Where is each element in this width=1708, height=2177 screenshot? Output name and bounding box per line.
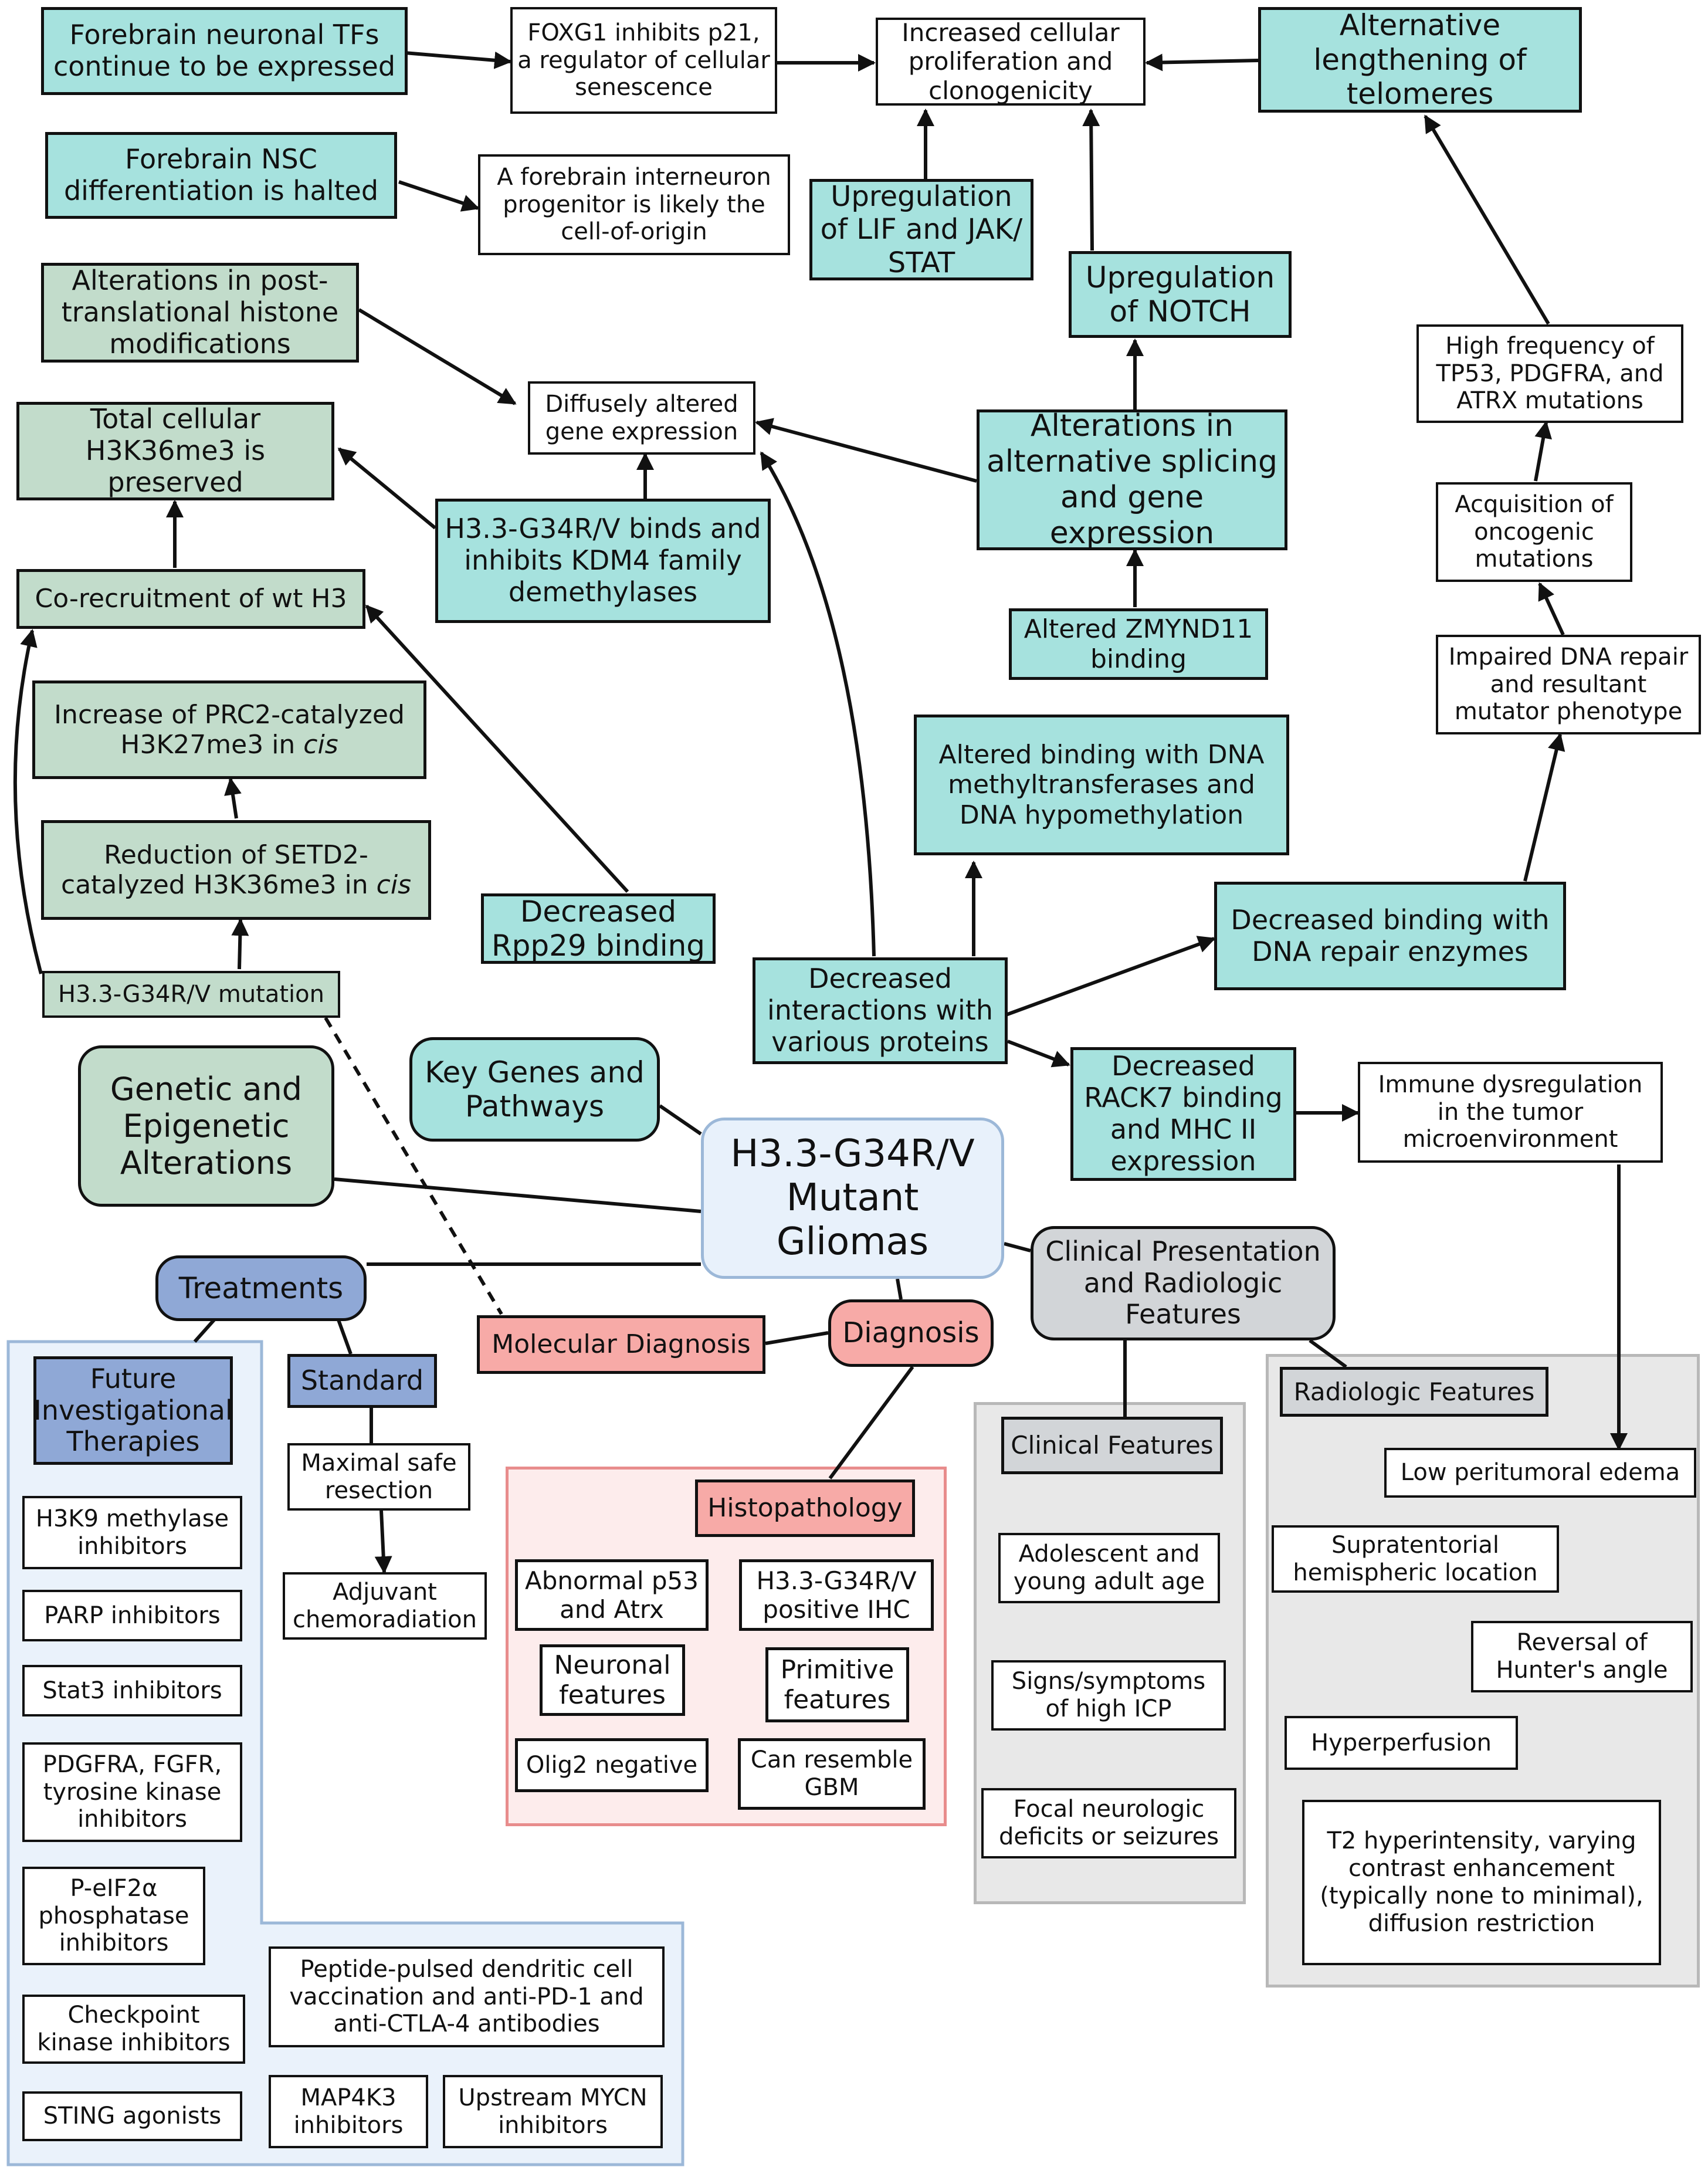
arrow-interactions-to-repair xyxy=(1005,936,1216,1017)
line-treatments-to-future xyxy=(193,1319,216,1343)
node-abnormal-p53-atrx: Abnormal p53 and Atrx xyxy=(515,1559,709,1631)
arrow-mutation-to-setd2 xyxy=(231,918,249,970)
node-parp-inhibitors: PARP inhibitors xyxy=(22,1590,242,1641)
node-genetic-epigenetic: Genetic and Epigenetic Alterations xyxy=(78,1045,334,1207)
node-checkpoint-inhibitors: Checkpoint kinase inhibitors xyxy=(22,1995,245,2064)
node-increased-proliferation: Increased cellular proliferation and clo… xyxy=(876,18,1146,106)
line-diagnosis-to-histo xyxy=(828,1366,914,1479)
arrow-telomeres-to-prolif xyxy=(1145,53,1259,72)
node-clinical-features: Clinical Features xyxy=(1001,1417,1223,1474)
node-g34-mutation: H3.3-G34R/V mutation xyxy=(42,971,340,1018)
line-clinical-to-centre xyxy=(1004,1242,1031,1252)
node-prc2-h3k27me3: Increase of PRC2-catalyzed H3K27me3 in c… xyxy=(32,680,426,779)
arrow-tfs-to-foxg1 xyxy=(404,51,512,69)
node-dna-repair-enzymes: Decreased binding with DNA repair enzyme… xyxy=(1214,882,1566,990)
node-immune-dysregulation: Immune dysregulation in the tumor microe… xyxy=(1358,1062,1663,1163)
node-clinical-presentation: Clinical Presentation and Radiologic Fea… xyxy=(1031,1226,1336,1340)
node-forebrain-tfs: Forebrain neuronal TFs continue to be ex… xyxy=(41,7,408,95)
node-key-genes: Key Genes and Pathways xyxy=(409,1037,660,1142)
line-diagnosis-to-centre xyxy=(896,1278,903,1300)
node-mycn-inhibitors: Upstream MYCN inhibitors xyxy=(443,2075,663,2148)
node-high-frequency-mutations: High frequency of TP53, PDGFRA, and ATRX… xyxy=(1416,324,1683,423)
node-pdgfra-fgfr-inhibitors: PDGFRA, FGFR, tyrosine kinase inhibitors xyxy=(22,1742,242,1842)
node-treatments: Treatments xyxy=(155,1255,367,1321)
node-alternative-telomeres: Alternative lengthening of telomeres xyxy=(1258,7,1582,113)
node-peptide-vaccination: Peptide-pulsed dendritic cell vaccinatio… xyxy=(269,1946,665,2047)
arrow-interactions-to-rack7 xyxy=(1006,1040,1070,1068)
node-h3k36me3-preserved: Total cellular H3K36me3 is preserved xyxy=(16,402,334,500)
arrow-impaired-to-oncogenic xyxy=(1538,582,1565,636)
centre-node: H3.3-G34R/V Mutant Gliomas xyxy=(701,1118,1004,1279)
node-standard: Standard xyxy=(287,1354,437,1408)
node-setd2-h3k36me3: Reduction of SETD2-catalyzed H3K36me3 in… xyxy=(41,820,431,920)
node-decreased-interactions: Decreased interactions with various prot… xyxy=(753,957,1008,1064)
node-diffuse-expression: Diffusely altered gene expression xyxy=(528,381,755,455)
node-h3k9-inhibitors: H3K9 methylase inhibitors xyxy=(22,1496,242,1569)
node-high-icp: Signs/symptoms of high ICP xyxy=(991,1660,1226,1731)
node-hunters-angle: Reversal of Hunter's angle xyxy=(1471,1621,1693,1692)
line-keygenes-to-centre xyxy=(659,1104,702,1136)
line-genetic-to-centre xyxy=(334,1177,702,1213)
node-molecular-diagnosis: Molecular Diagnosis xyxy=(477,1315,765,1374)
node-nsc-halted: Forebrain NSC differentiation is halted xyxy=(45,132,397,219)
node-rpp29-binding: Decreased Rpp29 binding xyxy=(481,893,716,964)
node-adolescent-age: Adolescent and young adult age xyxy=(998,1533,1220,1603)
node-lif-jak-stat: Upregulation of LIF and JAK/ STAT xyxy=(809,179,1033,280)
node-positive-ihc: H3.3-G34R/V positive IHC xyxy=(739,1559,934,1631)
node-rack7-mhc: Decreased RACK7 binding and MHC II expre… xyxy=(1070,1047,1296,1181)
node-stat3-inhibitors: Stat3 inhibitors xyxy=(22,1665,242,1716)
node-focal-deficits: Focal neurologic deficits or seizures xyxy=(981,1788,1236,1858)
arrow-nsc-to-interneuron xyxy=(398,180,480,212)
node-primitive-features: Primitive features xyxy=(765,1647,909,1722)
node-dnmt-hypomethylation: Altered binding with DNA methyltransfera… xyxy=(914,715,1289,855)
node-t2-hyperintensity: T2 hyperintensity, varying contrast enha… xyxy=(1302,1800,1661,1965)
node-diagnosis: Diagnosis xyxy=(828,1299,994,1367)
node-corecruitment-wt-h3: Co-recruitment of wt H3 xyxy=(16,569,365,629)
arrow-oncogenic-to-highfreq xyxy=(1534,421,1552,482)
arrow-repair-to-impaired xyxy=(1523,733,1565,882)
node-olig2-negative: Olig2 negative xyxy=(515,1738,709,1792)
node-peif2a-inhibitors: P-eIF2α phosphatase inhibitors xyxy=(22,1867,205,1965)
line-mutation-to-moldiag xyxy=(324,1017,503,1315)
node-supratentorial-location: Supratentorial hemispheric location xyxy=(1272,1525,1559,1593)
node-kdm4-demethylases: H3.3-G34R/V binds and inhibits KDM4 fami… xyxy=(435,499,771,623)
node-foxg1: FOXG1 inhibits p21, a regulator of cellu… xyxy=(510,7,777,114)
node-map4k3-inhibitors: MAP4K3 inhibitors xyxy=(269,2075,428,2148)
node-oncogenic-mutations: Acquisition of oncogenic mutations xyxy=(1436,482,1632,582)
arrow-notch-to-prolif xyxy=(1082,109,1100,251)
line-treatments-to-standard xyxy=(337,1319,353,1355)
node-hyperperfusion: Hyperperfusion xyxy=(1285,1716,1518,1770)
node-neuronal-features: Neuronal features xyxy=(540,1644,685,1716)
node-maximal-resection: Maximal safe resection xyxy=(287,1443,470,1511)
arrow-histonemods-to-diffuse xyxy=(358,308,517,405)
node-sting-agonists: STING agonists xyxy=(22,2091,242,2141)
node-impaired-dna-repair: Impaired DNA repair and resultant mutato… xyxy=(1436,635,1701,734)
node-zmynd11: Altered ZMYND11 binding xyxy=(1009,608,1268,680)
node-notch: Upregulation of NOTCH xyxy=(1069,251,1292,338)
arrow-rpp29-to-corecruit xyxy=(365,604,629,893)
node-resemble-gbm: Can resemble GBM xyxy=(738,1738,926,1810)
arrow-kdm4-to-h3k36 xyxy=(337,447,436,530)
node-interneuron-progenitor: A forebrain interneuron progenitor is li… xyxy=(478,154,790,255)
node-histopathology: Histopathology xyxy=(695,1479,915,1537)
arrow-mutation-to-corecruit xyxy=(13,629,43,974)
node-low-peritumoral-edema: Low peritumoral edema xyxy=(1384,1448,1696,1498)
arrow-highfreq-to-telomeres xyxy=(1424,114,1550,325)
arrow-splicing-to-diffuse xyxy=(755,418,977,483)
node-alternative-splicing: Alterations in alternative splicing and … xyxy=(977,408,1287,551)
node-future-therapies: Future Investigational Therapies xyxy=(33,1356,233,1465)
line-clinical-to-radfeatures xyxy=(1309,1339,1347,1369)
node-histone-modifications: Alterations in post-translational histon… xyxy=(41,263,359,363)
arrow-interactions-to-diffuse xyxy=(760,451,876,957)
node-adjuvant-chemoradiation: Adjuvant chemoradiation xyxy=(283,1572,487,1640)
line-diagnosis-to-molecular xyxy=(765,1331,829,1345)
arrow-resection-to-adjuvant xyxy=(374,1510,392,1574)
arrow-setd2-to-prc2 xyxy=(224,777,242,819)
node-radiologic-features: Radiologic Features xyxy=(1280,1367,1548,1417)
